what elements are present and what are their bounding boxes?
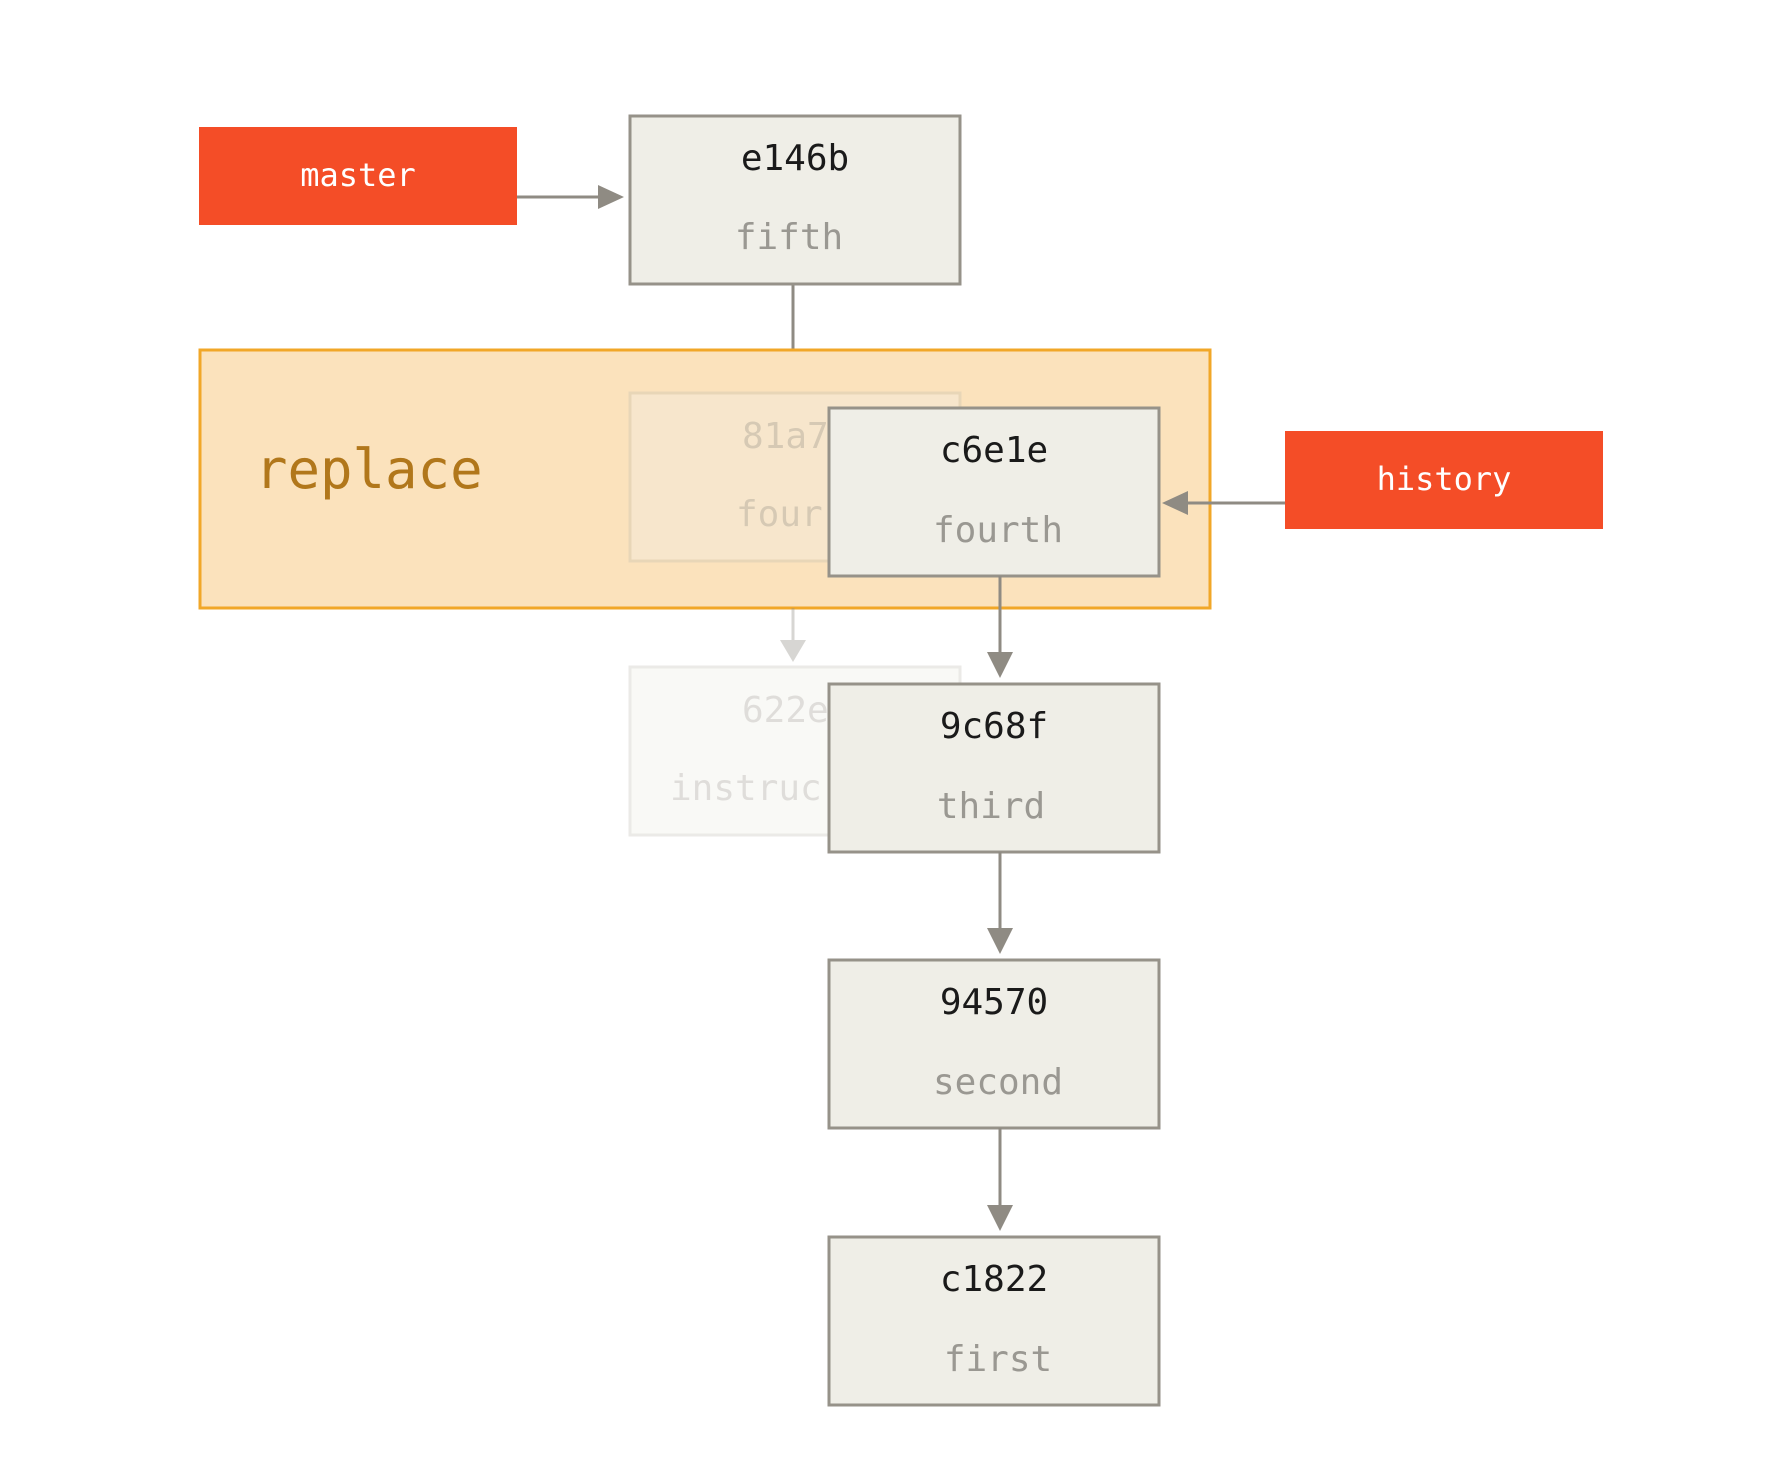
arrow-9c68f-to-94570 <box>987 852 1013 954</box>
commit-c6e1e: c6e1e fourth <box>827 406 1161 578</box>
commit-hash: 622e <box>742 690 829 731</box>
commit-e146b: e146b fifth <box>628 114 962 286</box>
commit-hash: 9c68f <box>940 706 1048 747</box>
commit-message: instruc <box>670 768 822 809</box>
arrow-history-to-c6e1e <box>1162 491 1285 515</box>
commit-hash: e146b <box>741 138 849 179</box>
commit-message: four <box>736 494 823 535</box>
commit-94570: 94570 second <box>827 958 1161 1130</box>
commit-hash: c1822 <box>940 1259 1048 1300</box>
arrow-94570-to-c1822 <box>987 1128 1013 1231</box>
commit-c1822: c1822 first <box>827 1235 1161 1407</box>
ghost-arrow <box>780 608 806 662</box>
commit-message: first <box>944 1339 1052 1380</box>
commit-message: fourth <box>933 510 1063 551</box>
commit-message: second <box>933 1062 1063 1103</box>
commit-hash: 81a7 <box>742 416 829 457</box>
ref-master: master <box>199 127 517 225</box>
arrow-master-to-e146b <box>517 185 624 209</box>
commit-hash: 94570 <box>940 982 1048 1023</box>
ref-history: history <box>1285 431 1603 529</box>
commit-message: fifth <box>735 217 843 258</box>
commit-hash: c6e1e <box>940 430 1048 471</box>
commit-message: third <box>937 786 1045 827</box>
ref-history-label: history <box>1377 460 1512 498</box>
commit-81a7-ghost: 81a7 four <box>628 391 962 563</box>
replace-label: replace <box>255 438 483 501</box>
commit-9c68f: 9c68f third <box>827 682 1161 854</box>
arrow-c6e1e-to-9c68f <box>987 576 1013 678</box>
ref-master-label: master <box>300 156 416 194</box>
